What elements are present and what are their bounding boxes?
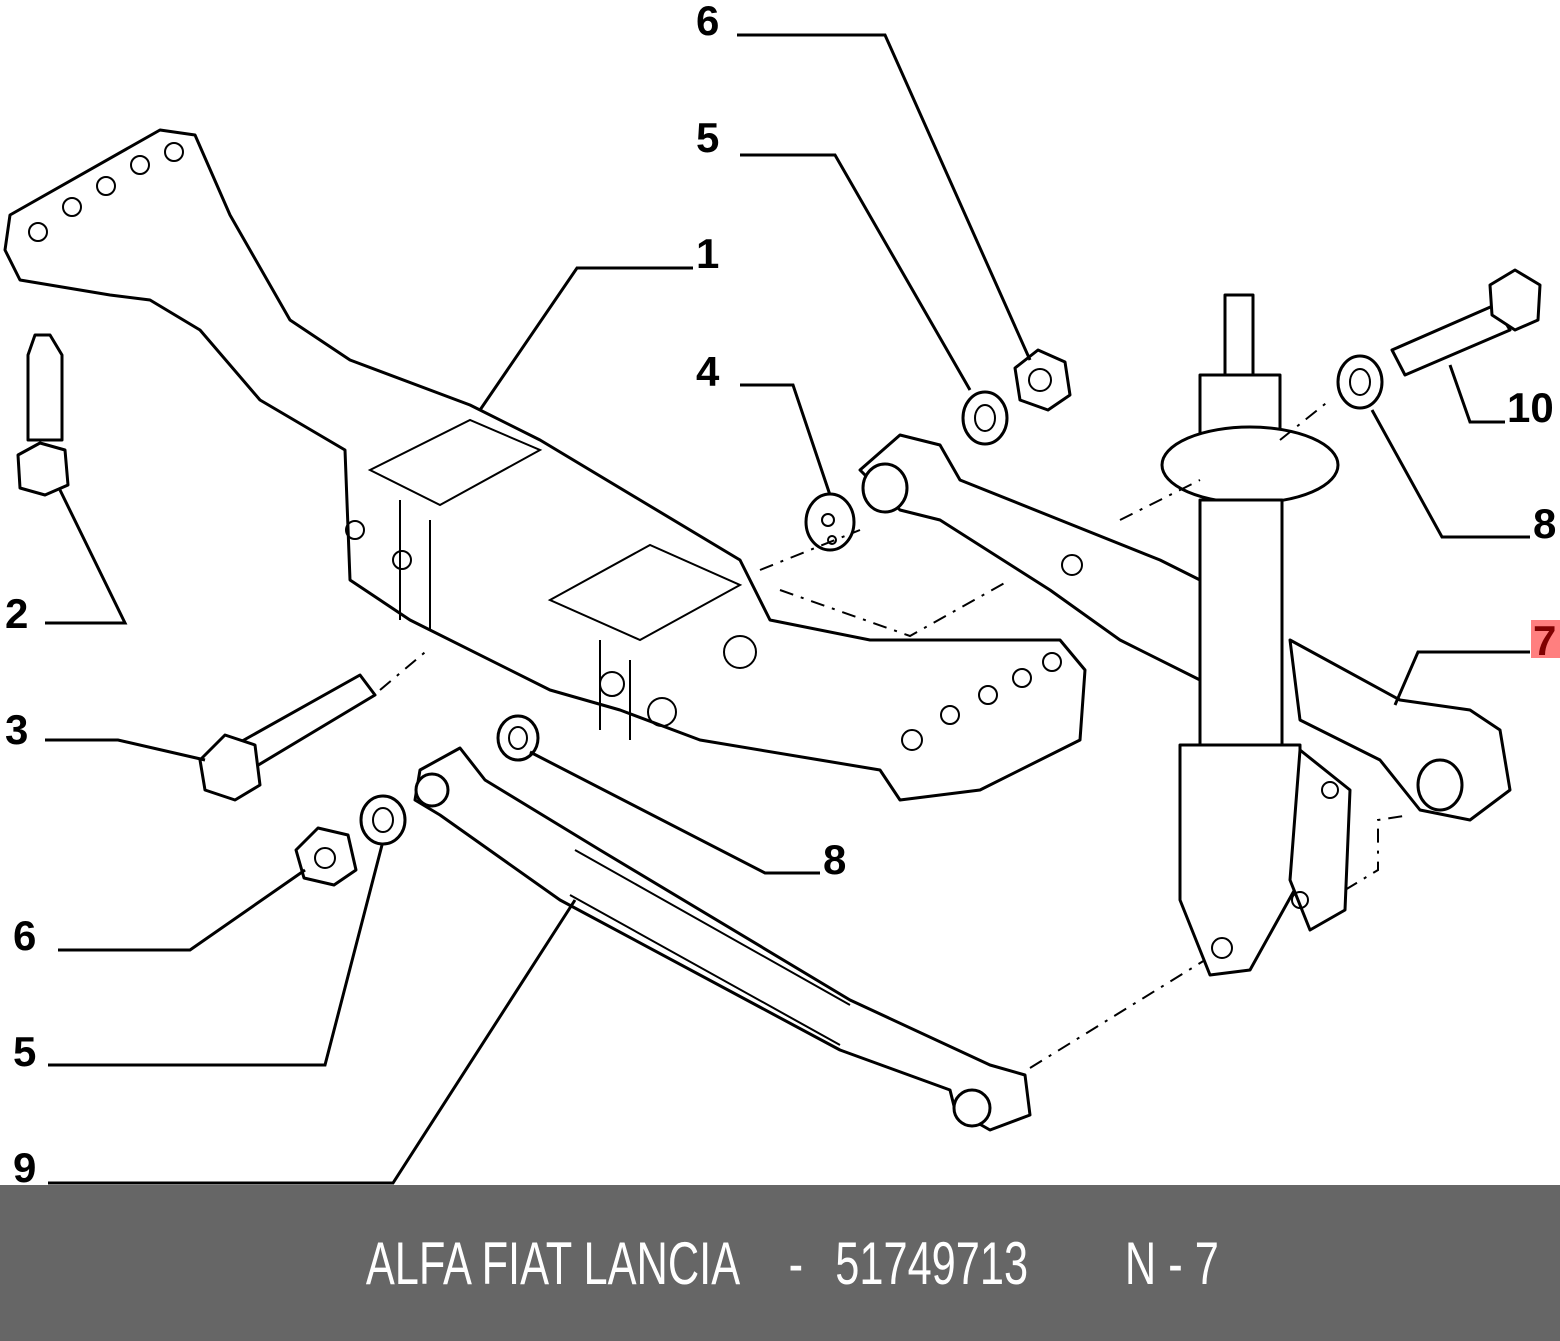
callout-5-upper[interactable]: 5 bbox=[696, 114, 719, 161]
callout-2[interactable]: 2 bbox=[5, 590, 28, 637]
callout-6-lower[interactable]: 6 bbox=[13, 912, 36, 959]
washer-part-5-upper bbox=[961, 390, 1009, 446]
callout-9[interactable]: 9 bbox=[13, 1144, 36, 1185]
bolt-part-10 bbox=[1390, 268, 1542, 377]
washer-part-8-lower bbox=[496, 714, 540, 762]
callout-7[interactable]: 7 bbox=[1533, 617, 1556, 664]
footer-caption: ALFA FIAT LANCIA - 51749713 N - 7 bbox=[333, 1229, 1227, 1298]
callout-1[interactable]: 1 bbox=[696, 230, 719, 277]
washer-part-5-lower bbox=[359, 794, 407, 846]
callout-6-upper[interactable]: 6 bbox=[696, 0, 719, 44]
strut-knuckle-part-7 bbox=[1160, 293, 1512, 977]
brand-text: ALFA FIAT LANCIA bbox=[366, 1229, 741, 1297]
callout-5-lower[interactable]: 5 bbox=[13, 1028, 36, 1075]
callout-7-highlight bbox=[1531, 620, 1560, 658]
exploded-parts-diagram: 6 5 1 4 10 8 7 2 3 8 6 5 9 bbox=[3, 0, 1560, 1185]
lower-arm-part-9 bbox=[413, 746, 1032, 1132]
leader-lines bbox=[45, 33, 1530, 1185]
assembly-lines bbox=[379, 399, 1411, 1069]
callout-4[interactable]: 4 bbox=[696, 348, 720, 395]
washer-part-8-upper bbox=[1336, 354, 1384, 410]
bolt-part-3 bbox=[198, 673, 377, 802]
part-number: 51749713 bbox=[835, 1229, 1029, 1297]
part-info-footer: ALFA FIAT LANCIA - 51749713 N - 7 bbox=[0, 1185, 1560, 1341]
separator: - bbox=[776, 1229, 816, 1297]
callout-10[interactable]: 10 bbox=[1507, 384, 1554, 431]
nut-part-6-upper bbox=[1013, 348, 1072, 412]
nut-part-6-lower bbox=[294, 826, 358, 887]
upper-arm bbox=[858, 433, 1202, 682]
bolt-part-2 bbox=[16, 333, 70, 497]
callout-8-lower[interactable]: 8 bbox=[823, 836, 846, 883]
callout-8-right[interactable]: 8 bbox=[1533, 500, 1556, 547]
spacer bbox=[1051, 1229, 1111, 1298]
position-label: N - 7 bbox=[1124, 1229, 1219, 1297]
callout-3[interactable]: 3 bbox=[5, 706, 28, 753]
crossmember-part-1 bbox=[3, 128, 1087, 802]
